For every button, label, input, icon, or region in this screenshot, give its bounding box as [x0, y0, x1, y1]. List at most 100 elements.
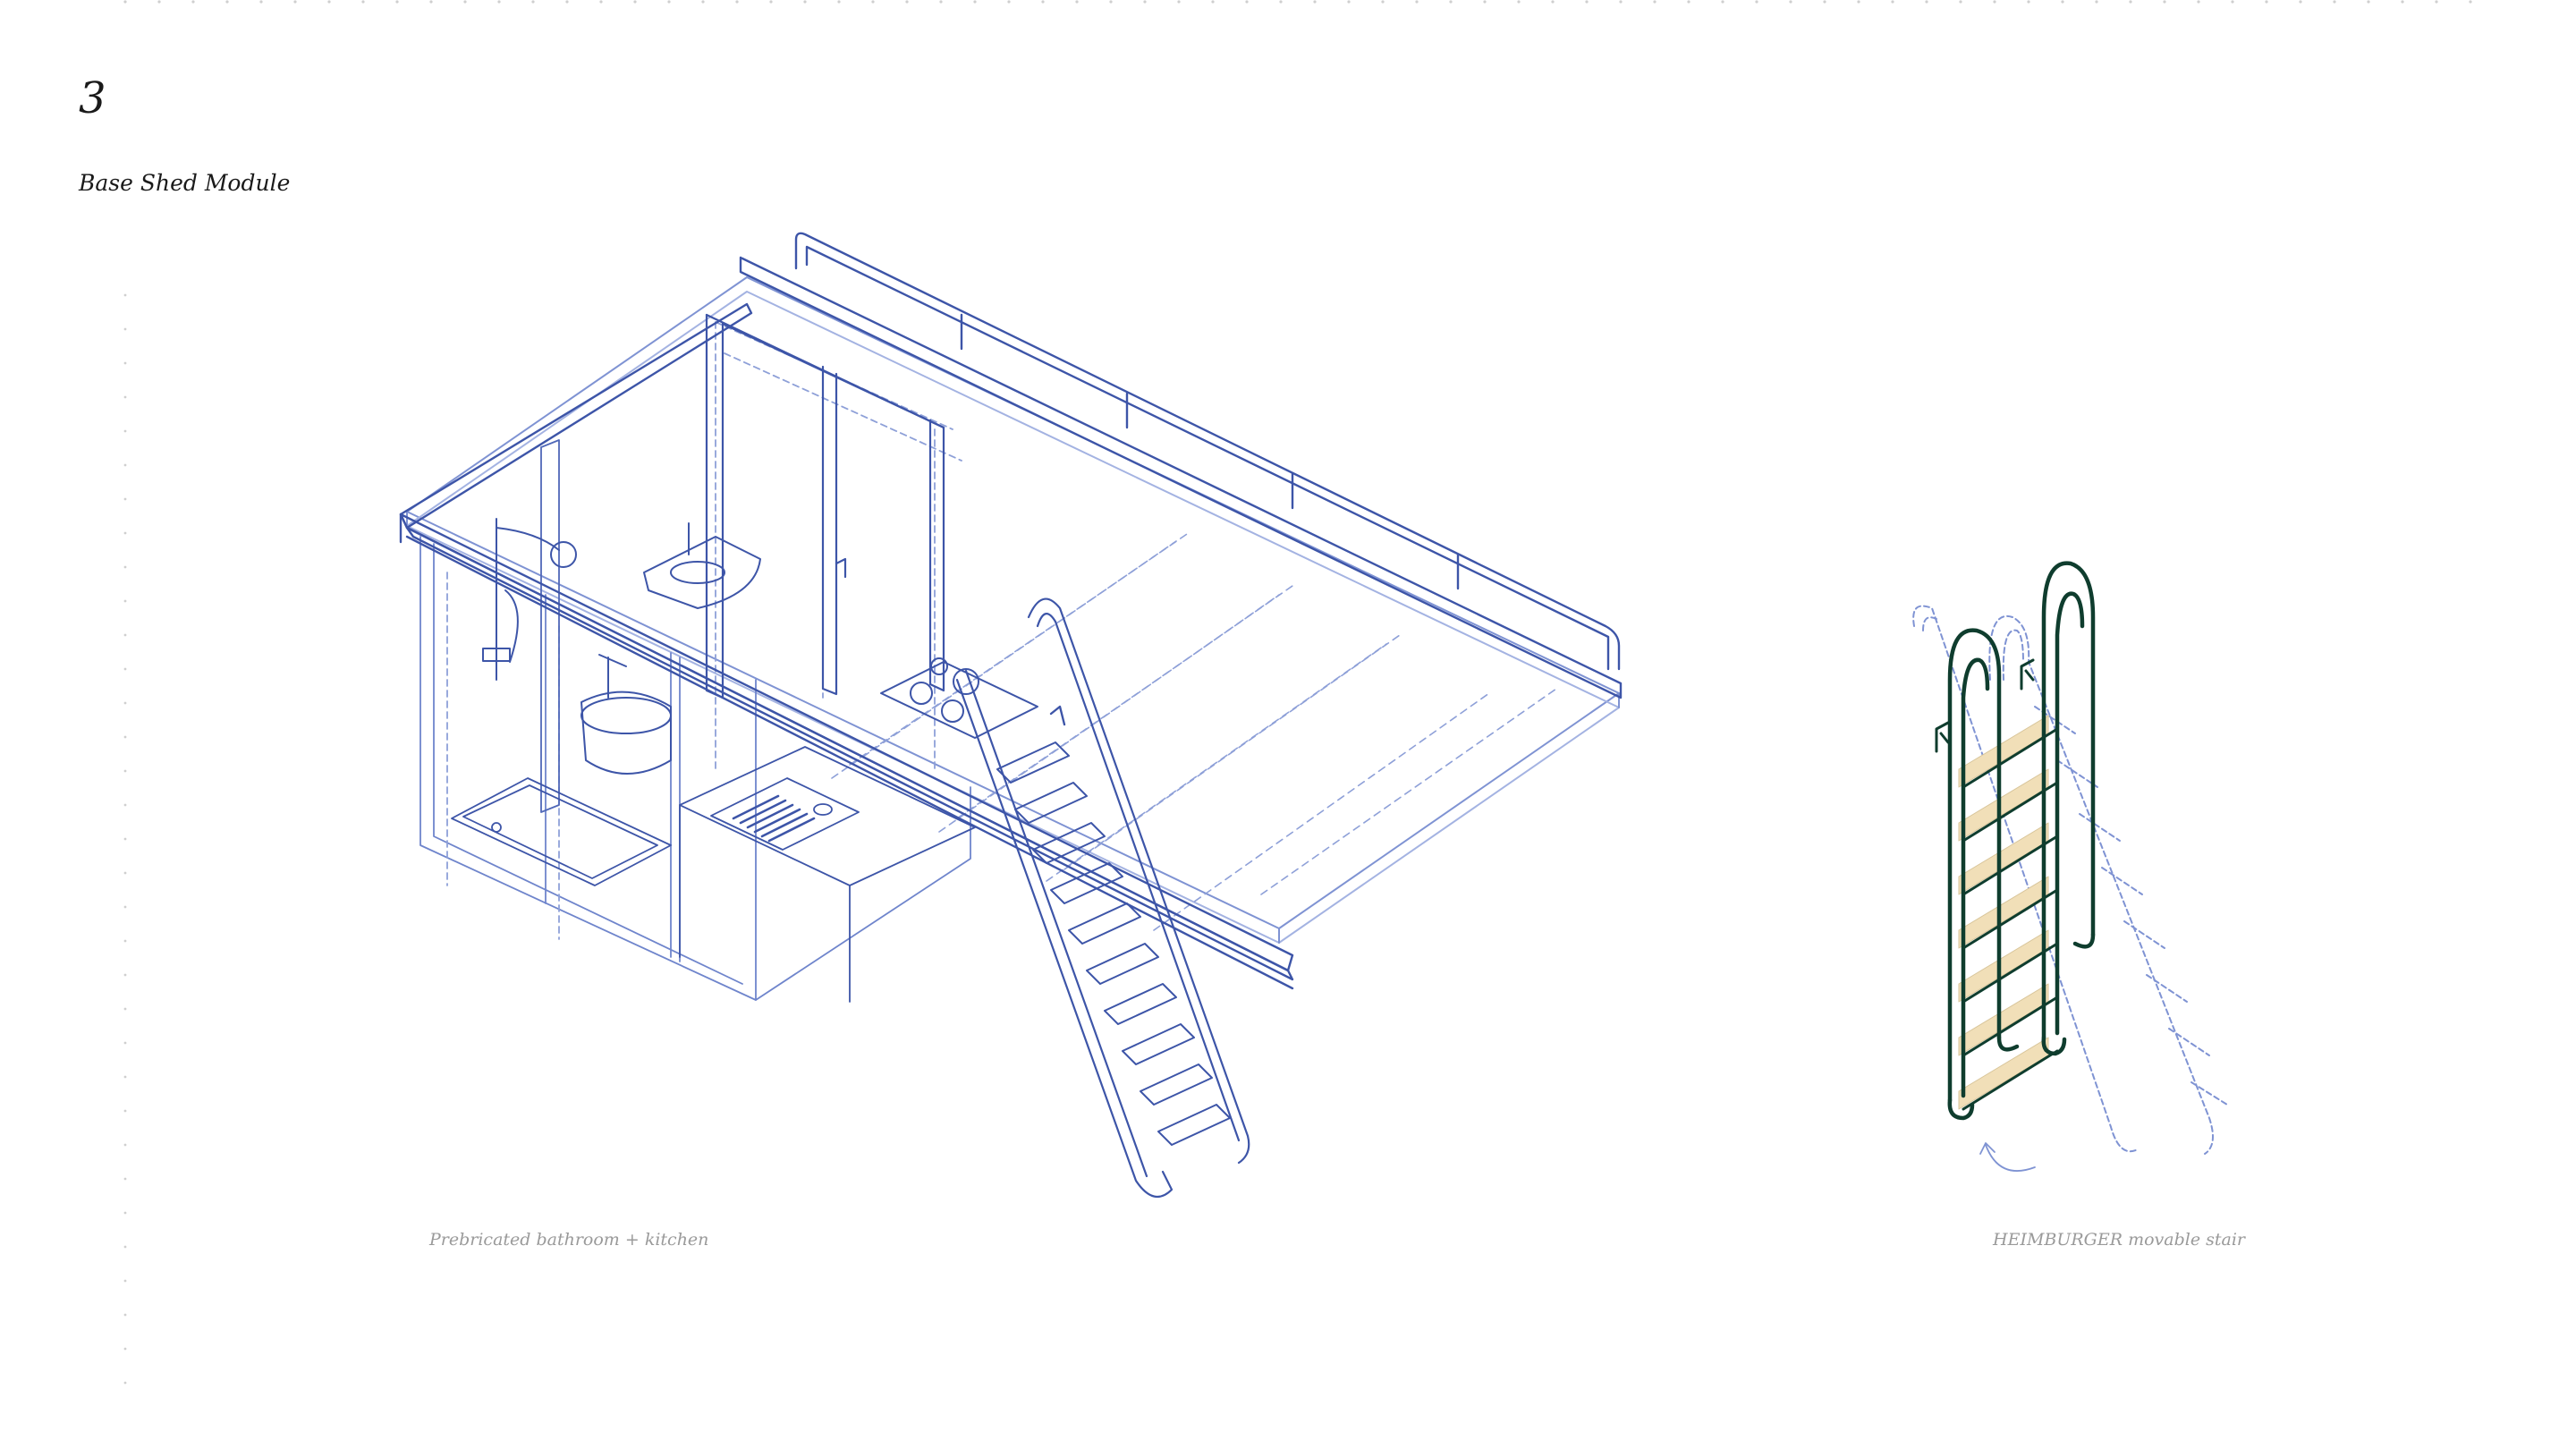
border-dot — [123, 1381, 127, 1385]
stair-ghost-position — [1912, 605, 2228, 1155]
kitchen-counter — [679, 746, 976, 1003]
border-dot — [123, 803, 127, 807]
border-dot — [1891, 0, 1894, 4]
border-dot — [1925, 0, 1928, 4]
border-dot — [123, 293, 127, 297]
border-dot — [123, 429, 127, 433]
border-dot — [123, 735, 127, 739]
border-dot — [973, 0, 977, 4]
border-dot — [1585, 0, 1589, 4]
border-dot — [123, 973, 127, 977]
border-dot — [1551, 0, 1555, 4]
border-dot — [2231, 0, 2234, 4]
border-dot — [1823, 0, 1826, 4]
border-dot — [123, 1313, 127, 1317]
border-dot — [123, 395, 127, 399]
border-dot — [395, 0, 399, 4]
border-dot — [123, 633, 127, 637]
border-dot — [803, 0, 807, 4]
border-dot — [2299, 0, 2302, 4]
border-dot — [2027, 0, 2030, 4]
border-dot — [1483, 0, 1487, 4]
cooktop — [880, 657, 1038, 739]
border-dot — [123, 1143, 127, 1147]
stair-hooks — [1935, 658, 2035, 753]
border-dot — [1959, 0, 1962, 4]
border-dot — [735, 0, 739, 4]
border-dot — [667, 0, 671, 4]
border-dot — [769, 0, 773, 4]
border-dot — [837, 0, 841, 4]
border-dot — [1517, 0, 1521, 4]
fixed-stair — [955, 597, 1250, 1199]
border-dot — [123, 1347, 127, 1351]
border-dot — [1245, 0, 1249, 4]
border-dot — [1143, 0, 1147, 4]
border-dot — [2333, 0, 2336, 4]
border-dot — [157, 0, 161, 4]
base-shed-module-drawing — [399, 232, 1623, 1199]
border-dot — [599, 0, 603, 4]
border-dot — [2095, 0, 2098, 4]
border-dot — [1687, 0, 1690, 4]
dotted-border — [123, 0, 2472, 1385]
border-dot — [1007, 0, 1011, 4]
border-dot — [225, 0, 229, 4]
border-dot — [123, 599, 127, 603]
border-dot — [1449, 0, 1453, 4]
border-dot — [497, 0, 501, 4]
border-dot — [871, 0, 875, 4]
border-dot — [939, 0, 943, 4]
border-dot — [701, 0, 705, 4]
border-dot — [1415, 0, 1419, 4]
border-dot — [123, 769, 127, 773]
border-dot — [123, 1279, 127, 1283]
border-dot — [1381, 0, 1385, 4]
border-dot — [123, 565, 127, 569]
border-dot — [2435, 0, 2438, 4]
border-dot — [123, 905, 127, 909]
border-dot — [2163, 0, 2166, 4]
border-dot — [123, 871, 127, 875]
border-dot — [1211, 0, 1215, 4]
border-dot — [123, 939, 127, 943]
border-dot — [1177, 0, 1181, 4]
cabin-volume — [419, 313, 1038, 1003]
i-beam — [399, 302, 1294, 990]
caption-bathroom-kitchen: Prebricated bathroom + kitchen — [429, 1230, 709, 1250]
border-dot — [1993, 0, 1996, 4]
border-dot — [123, 837, 127, 841]
border-dot — [429, 0, 433, 4]
border-dot — [633, 0, 637, 4]
stair-stringers — [1947, 561, 2096, 1121]
module-title: Base Shed Module — [79, 170, 291, 196]
border-dot — [123, 1041, 127, 1045]
border-dot — [123, 667, 127, 671]
border-dot — [123, 1075, 127, 1079]
border-dot — [2129, 0, 2132, 4]
border-dot — [1619, 0, 1623, 4]
toilet — [580, 654, 672, 775]
border-dot — [123, 0, 127, 4]
border-dot — [531, 0, 535, 4]
border-dot — [123, 463, 127, 467]
border-dot — [1857, 0, 1860, 4]
border-dot — [1075, 0, 1079, 4]
border-dot — [123, 327, 127, 331]
deck-railing — [739, 232, 1623, 699]
border-dot — [905, 0, 909, 4]
border-dot — [2197, 0, 2200, 4]
page-number: 3 — [79, 73, 107, 123]
border-dot — [123, 1007, 127, 1011]
border-dot — [123, 497, 127, 501]
border-dot — [2061, 0, 2064, 4]
border-dot — [123, 1211, 127, 1215]
border-dot — [1041, 0, 1045, 4]
border-dot — [123, 1245, 127, 1249]
border-dot — [123, 531, 127, 535]
border-dot — [123, 361, 127, 365]
heimburger-stair-drawing — [1912, 561, 2228, 1172]
border-dot — [565, 0, 569, 4]
